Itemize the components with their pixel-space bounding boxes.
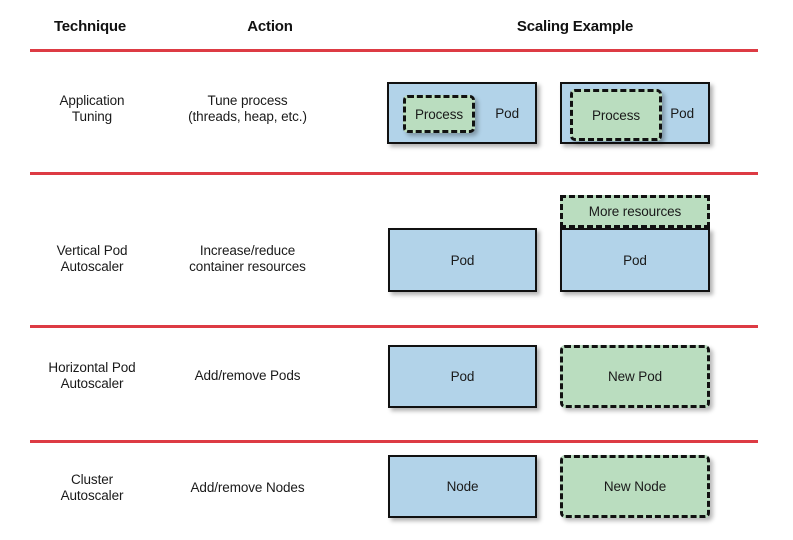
row-2-after-more-resources-label: More resources <box>588 204 682 219</box>
row-3-action-line-1: Add/remove Pods <box>194 368 301 383</box>
row-3-technique: Horizontal Pod Autoscaler <box>12 360 172 392</box>
row-2-after-pod-label: Pod <box>623 252 647 268</box>
row-1-after-process-box: Process <box>570 89 662 141</box>
row-2-before-pod-label: Pod <box>450 252 475 268</box>
divider-row-1 <box>30 172 758 175</box>
row-1-before-process-box: Process <box>403 95 475 133</box>
column-header-scaling-example: Scaling Example <box>516 18 634 35</box>
row-4-before-node-label: Node <box>446 479 479 494</box>
table-header: Technique Action Scaling Example <box>30 18 758 46</box>
row-4-action: Add/remove Nodes <box>160 480 335 496</box>
divider-header <box>30 49 758 52</box>
row-1-before-pod-box: Process Pod <box>387 82 537 144</box>
row-2-technique-line-2: Autoscaler <box>60 259 124 274</box>
row-3-action: Add/remove Pods <box>160 368 335 384</box>
row-1-action-line-2: (threads, heap, etc.) <box>188 109 307 124</box>
row-4-before-node-box: Node <box>388 455 537 518</box>
row-2-after-more-resources-box: More resources <box>560 195 710 228</box>
row-1-action-line-1: Tune process <box>207 93 288 108</box>
row-4-action-line-1: Add/remove Nodes <box>190 480 305 495</box>
row-1-action: Tune process (threads, heap, etc.) <box>160 93 335 125</box>
row-3-after-new-pod-box: New Pod <box>560 345 710 408</box>
row-1-technique-line-2: Tuning <box>71 109 113 124</box>
row-3-before-pod-label: Pod <box>450 369 475 384</box>
column-header-action: Action <box>247 18 293 35</box>
row-2-before-pod-box: Pod <box>388 228 537 292</box>
row-1-before-process-label: Process <box>414 106 464 122</box>
row-2-after-pod-box: Pod <box>560 228 710 292</box>
row-1-before-pod-label: Pod <box>495 105 519 121</box>
row-2-technique: Vertical Pod Autoscaler <box>12 243 172 275</box>
row-1-after-pod-box: Process Pod <box>560 82 710 144</box>
row-4-technique: Cluster Autoscaler <box>12 472 172 504</box>
row-3-technique-line-1: Horizontal Pod <box>48 360 136 375</box>
row-4-technique-line-2: Autoscaler <box>60 488 124 503</box>
row-4-after-new-node-label: New Node <box>603 479 667 494</box>
divider-row-2 <box>30 325 758 328</box>
row-3-before-pod-box: Pod <box>388 345 537 408</box>
row-3-technique-line-2: Autoscaler <box>60 376 124 391</box>
row-2-action-line-2: container resources <box>189 259 306 274</box>
row-1-after-pod-label: Pod <box>670 105 694 121</box>
row-2-action: Increase/reduce container resources <box>160 243 335 275</box>
row-1-technique: Application Tuning <box>12 93 172 125</box>
column-header-technique: Technique <box>53 18 127 35</box>
row-2-action-line-1: Increase/reduce <box>199 243 296 258</box>
row-4-technique-line-1: Cluster <box>70 472 114 487</box>
divider-row-3 <box>30 440 758 443</box>
row-3-after-new-pod-label: New Pod <box>607 369 663 384</box>
row-1-technique-line-1: Application <box>59 93 125 108</box>
row-4-after-new-node-box: New Node <box>560 455 710 518</box>
row-1-after-process-label: Process <box>591 107 641 123</box>
row-2-technique-line-1: Vertical Pod <box>56 243 128 258</box>
